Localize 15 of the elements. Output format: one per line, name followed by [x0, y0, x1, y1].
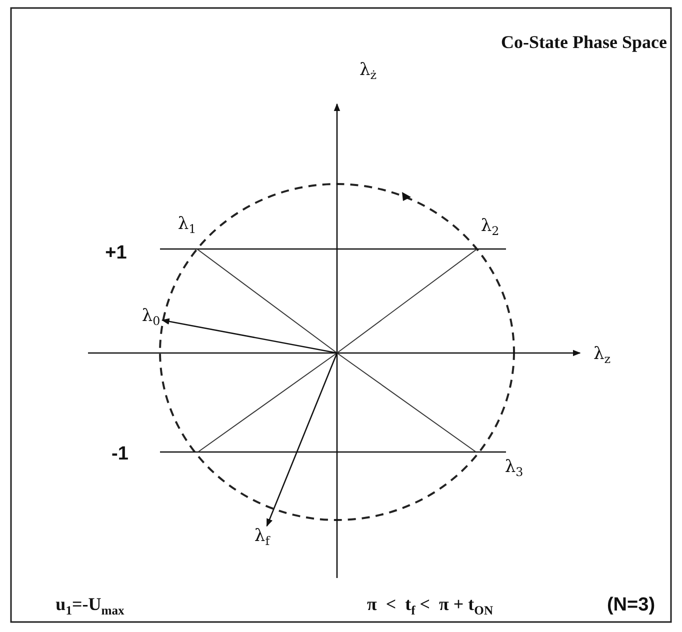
- point-label: λ$_{1}$: [178, 216, 196, 236]
- point-label: λ$_{3}$: [504, 458, 524, 480]
- level-label: +1: [105, 244, 127, 262]
- point-label: λ$_{0}$: [142, 308, 160, 328]
- control-formula: u$_{1}$=-U$_{max}$: [56, 595, 124, 617]
- level-label: -1: [112, 444, 128, 464]
- time-inequality: π < t$_{f}$ < π + t$_{ON}$: [366, 595, 494, 617]
- case-label: (N=3): [606, 596, 656, 614]
- axis-label: λ$_{z}$: [593, 346, 611, 366]
- title: Co-State Phase Space: [501, 33, 667, 51]
- axis-label: λ$_{ż}$: [359, 62, 377, 82]
- vector-arrow: [161, 318, 338, 354]
- point-label: λ$_{2}$: [480, 218, 500, 238]
- vector-arrow: [266, 352, 338, 527]
- point-label: λ$_{f}$: [254, 528, 270, 548]
